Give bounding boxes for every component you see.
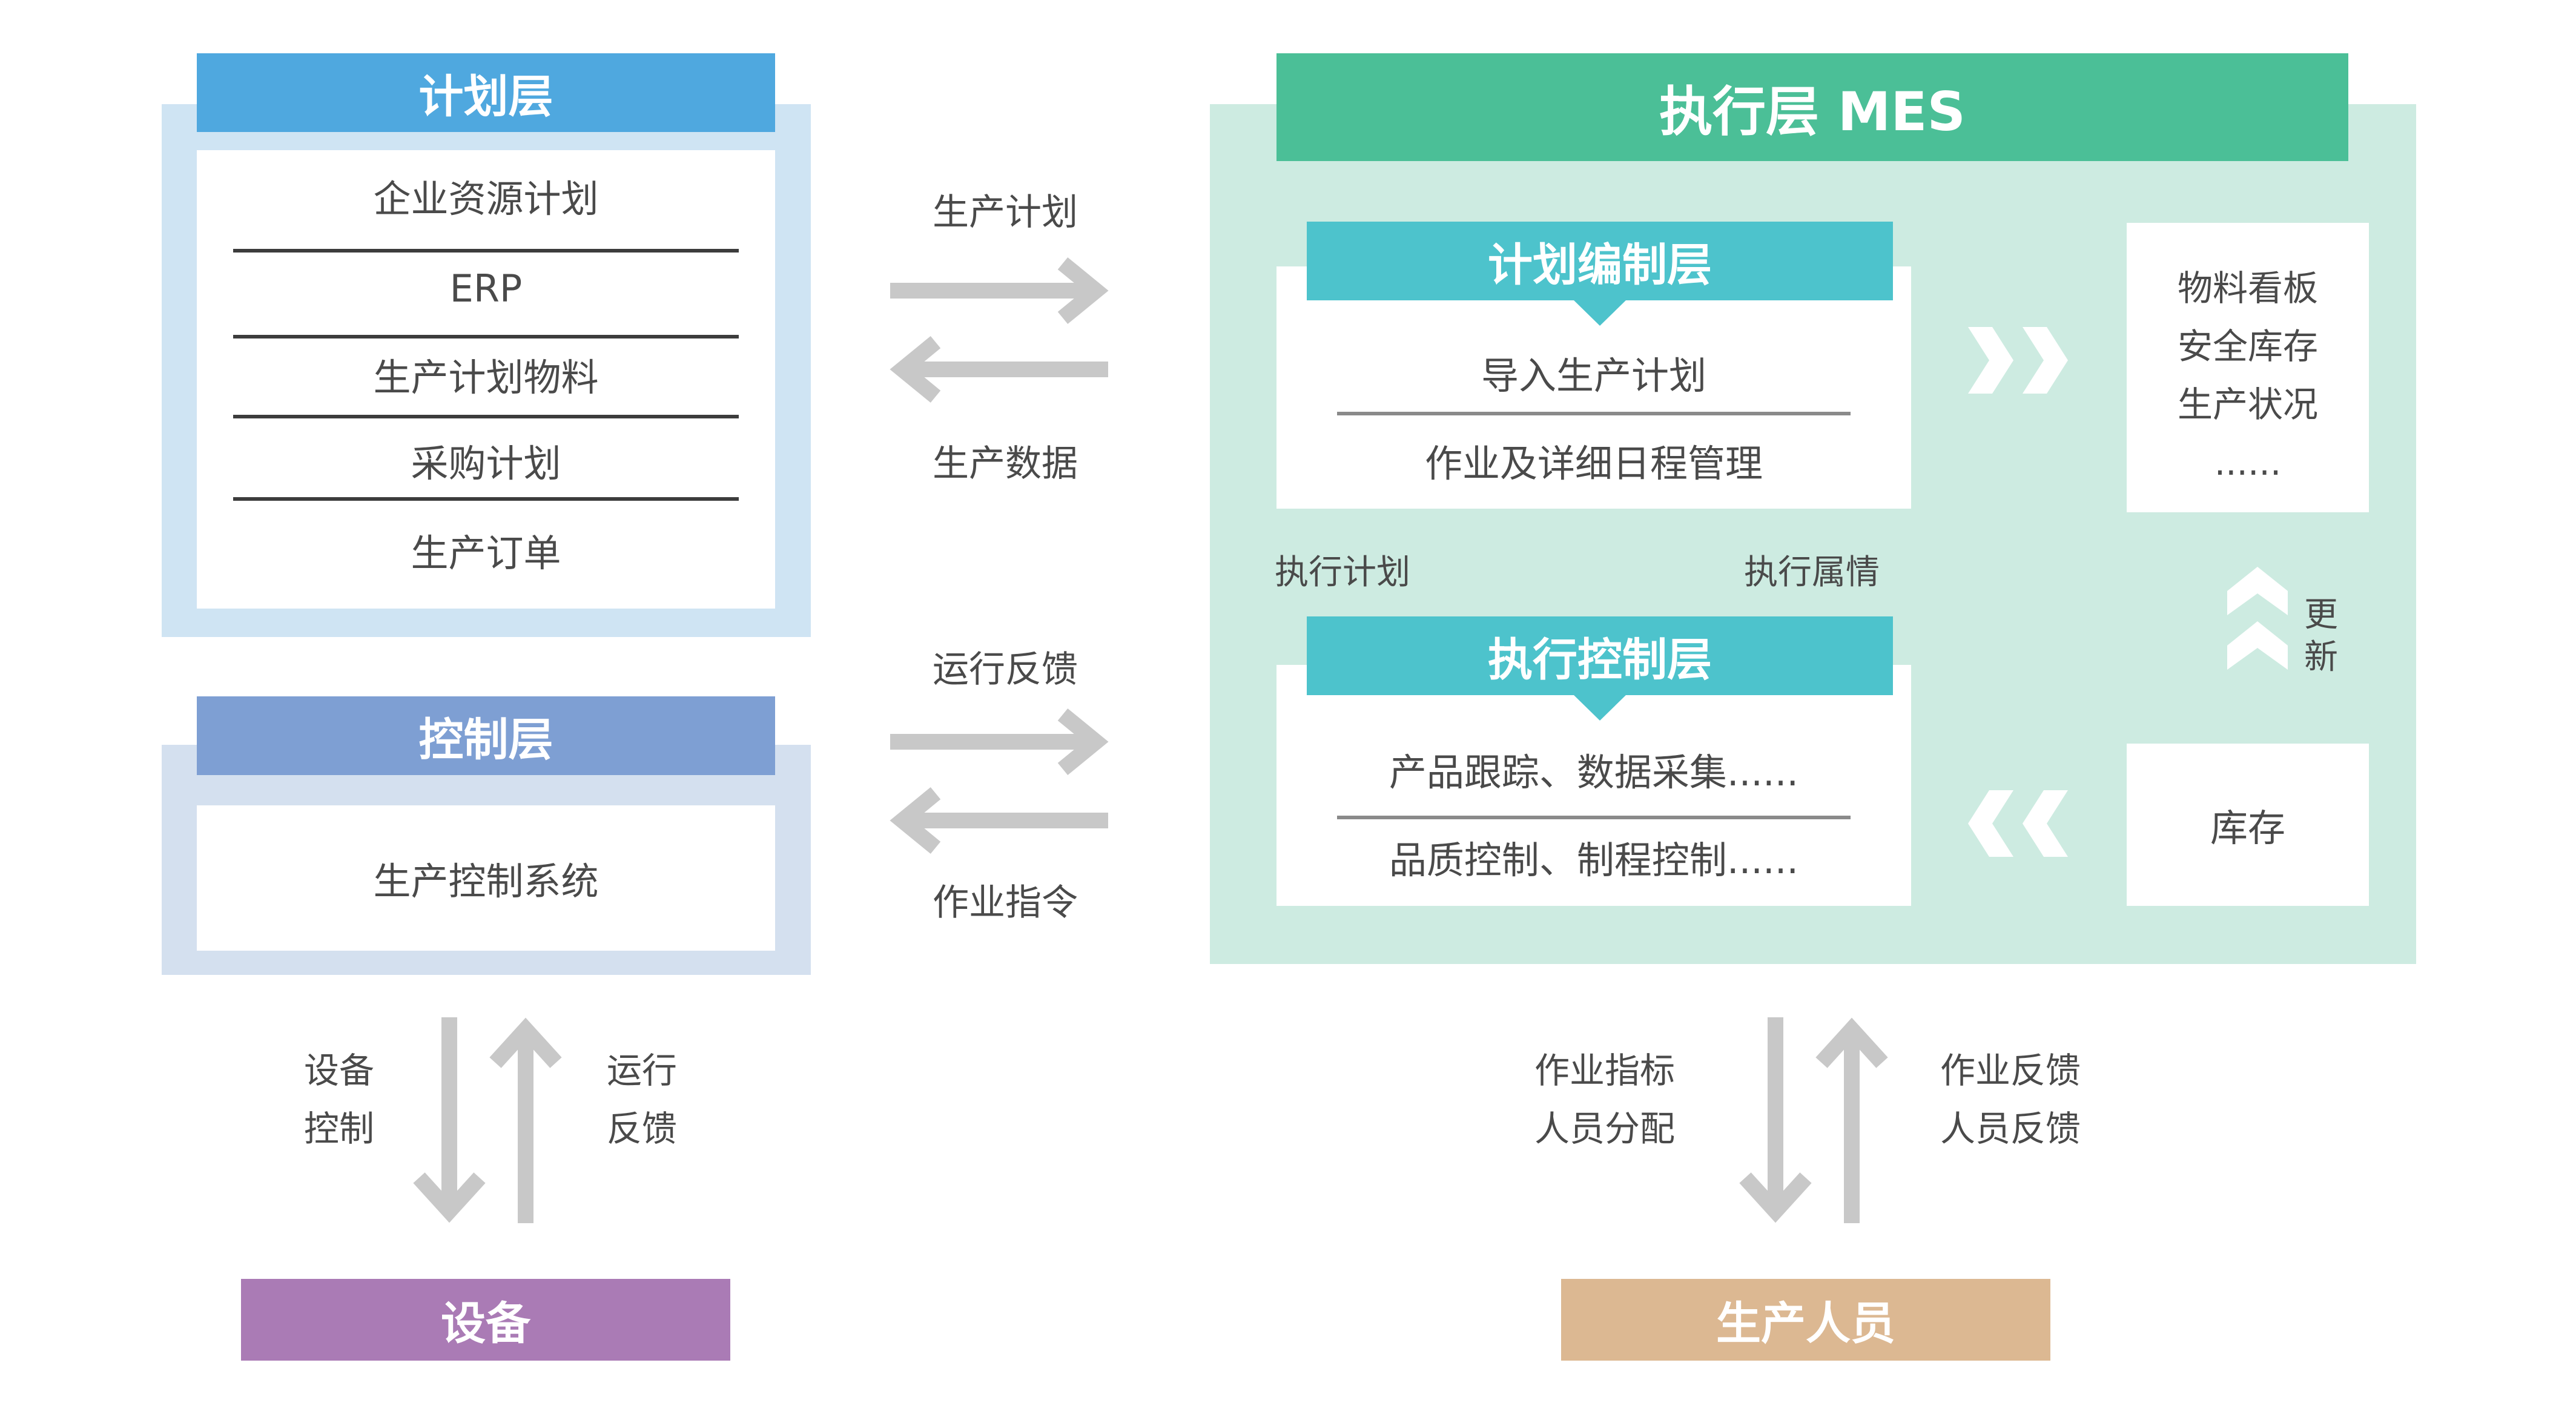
divider — [1337, 412, 1851, 415]
plan-item: 企业资源计划 — [373, 177, 599, 221]
update-label-1: 更 — [2304, 595, 2338, 635]
kanban-box: 物料看板 安全库存 生产状况 ...... — [2127, 223, 2369, 512]
plan-item: 采购计划 — [411, 441, 561, 486]
plan-item: 生产计划物料 — [373, 355, 599, 400]
double-chevron-right-icon — [1968, 327, 2068, 394]
planning-item: 作业及详细日程管理 — [1424, 441, 1763, 486]
divider — [233, 415, 739, 418]
double-chevron-left-icon — [1968, 790, 2068, 857]
kanban-item: 安全库存 — [2177, 326, 2318, 367]
flow-label-work-feedback: 作业反馈 — [1940, 1050, 2081, 1091]
flow-label-staff-assign: 人员分配 — [1534, 1108, 1675, 1149]
kanban-item: 物料看板 — [2177, 268, 2318, 309]
flow-label-plan-to-mes: 生产计划 — [933, 191, 1078, 234]
right-arrow-icon — [890, 257, 1109, 325]
double-chevron-up-icon — [2227, 567, 2288, 670]
flow-label-run-feedback-1: 运行 — [606, 1050, 677, 1091]
divider — [233, 249, 739, 253]
device-box: 设备 — [241, 1279, 730, 1361]
execution-item: 品质控制、制程控制...... — [1389, 838, 1799, 882]
planning-layer-title: 计划编制层 — [1307, 222, 1893, 300]
exec-status-label: 执行属情 — [1744, 553, 1880, 592]
flow-label-staff-feedback: 人员反馈 — [1940, 1108, 2081, 1149]
divider — [233, 335, 739, 338]
flow-label-ctrl-to-mes: 运行反馈 — [933, 648, 1078, 691]
flow-label-mes-to-plan: 生产数据 — [933, 442, 1078, 485]
planning-item: 导入生产计划 — [1481, 354, 1706, 398]
down-arrow-icon — [413, 1017, 486, 1223]
pointer-icon — [1573, 694, 1627, 721]
plan-layer-title: 计划层 — [197, 53, 775, 132]
plan-item: ERP — [449, 266, 523, 311]
control-item: 生产控制系统 — [197, 805, 775, 951]
left-arrow-icon — [890, 787, 1108, 854]
control-layer-title: 控制层 — [197, 696, 775, 775]
divider — [233, 497, 739, 501]
execution-item: 产品跟踪、数据采集...... — [1389, 750, 1799, 794]
up-arrow-icon — [489, 1017, 562, 1223]
mes-layer-title: 执行层 MES — [1276, 53, 2348, 161]
divider — [1337, 816, 1851, 819]
flow-label-run-feedback-2: 反馈 — [606, 1108, 677, 1149]
kanban-item: 生产状况 — [2177, 384, 2318, 425]
kanban-item: ...... — [2214, 442, 2282, 483]
production-staff-box: 生产人员 — [1561, 1279, 2050, 1361]
plan-item: 生产订单 — [411, 531, 561, 575]
update-label-2: 新 — [2304, 638, 2338, 677]
execution-layer-title: 执行控制层 — [1307, 616, 1893, 695]
pointer-icon — [1573, 299, 1627, 326]
left-arrow-icon — [890, 335, 1108, 403]
inventory-box: 库存 — [2127, 744, 2369, 906]
flow-label-device-control-2: 控制 — [303, 1108, 374, 1149]
up-arrow-icon — [1815, 1017, 1888, 1223]
flow-label-work-index: 作业指标 — [1534, 1050, 1675, 1091]
right-arrow-icon — [890, 708, 1109, 776]
exec-plan-label: 执行计划 — [1275, 553, 1410, 592]
down-arrow-icon — [1739, 1017, 1812, 1223]
flow-label-mes-to-ctrl: 作业指令 — [933, 881, 1078, 924]
flow-label-device-control-1: 设备 — [303, 1050, 374, 1091]
plan-layer-list: 企业资源计划 ERP 生产计划物料 采购计划 生产订单 — [197, 150, 775, 609]
